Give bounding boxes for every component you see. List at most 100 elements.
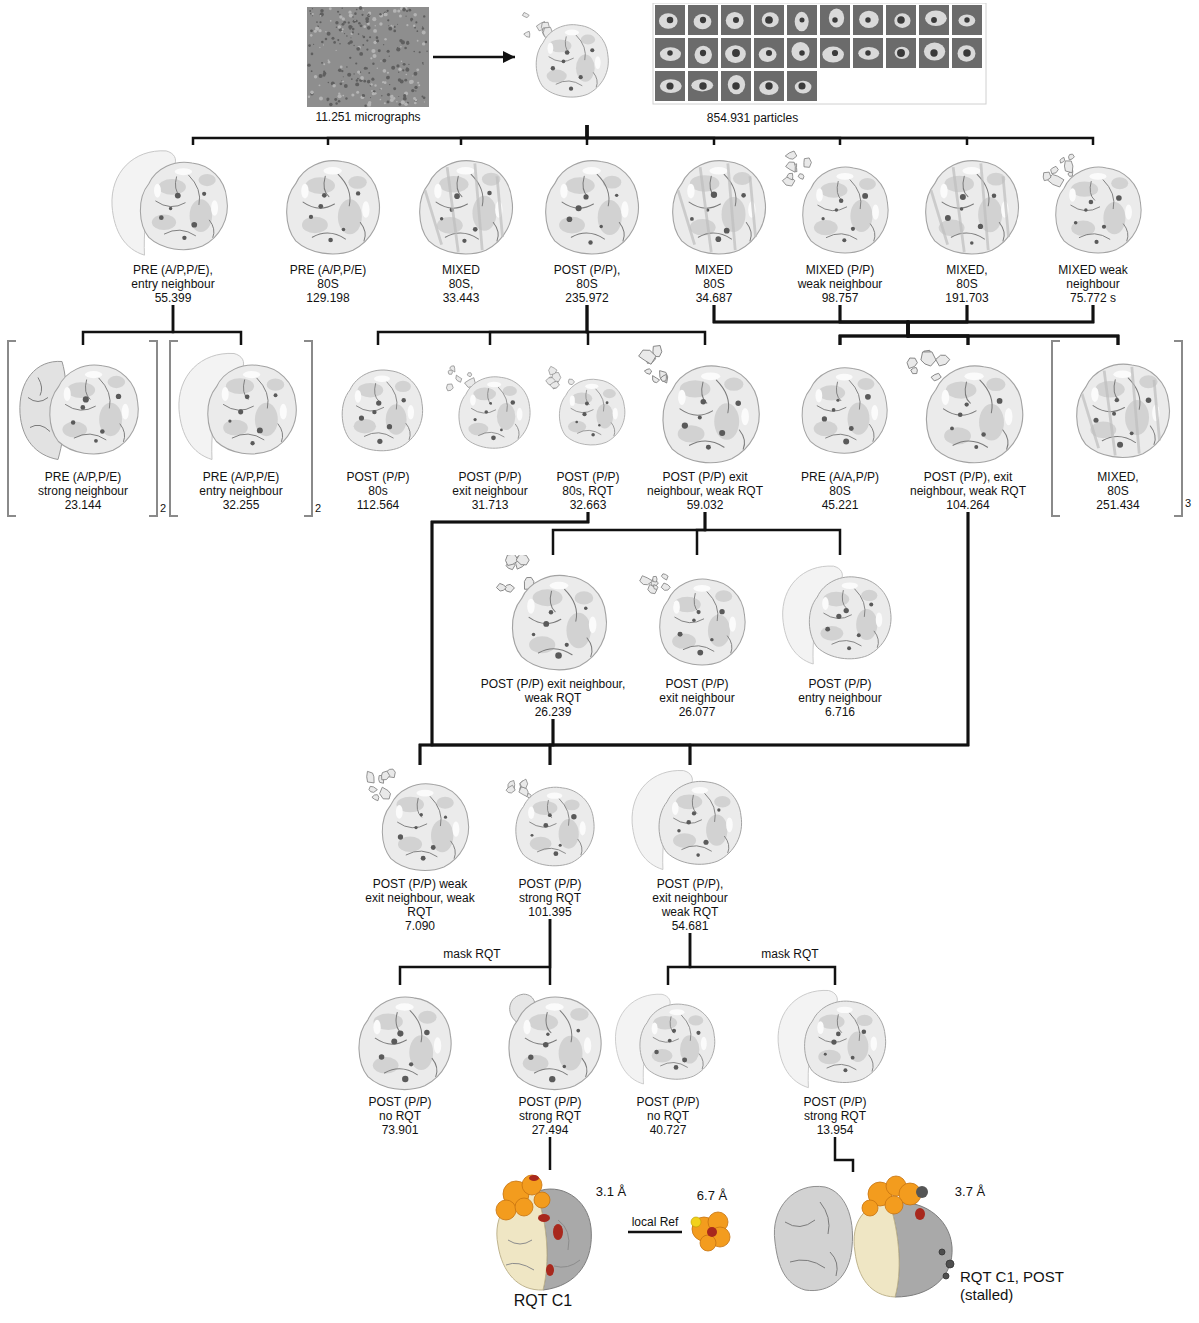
particle-count: 7.090 bbox=[364, 919, 476, 933]
blur-streak bbox=[1104, 371, 1115, 456]
density-spot bbox=[1112, 412, 1116, 416]
class-map: POST (P/P) 80s, RQT32.663 bbox=[542, 345, 634, 512]
density-highlight bbox=[301, 184, 308, 199]
density-spot bbox=[1084, 208, 1088, 212]
micrograph-speck bbox=[333, 41, 336, 44]
neighbour-fragment bbox=[931, 373, 941, 381]
density-spot bbox=[377, 439, 382, 444]
micrograph-speck bbox=[316, 21, 318, 23]
flow-arrow bbox=[433, 56, 515, 59]
density-groove bbox=[680, 409, 713, 415]
density-spot bbox=[822, 416, 827, 421]
density-spot bbox=[531, 834, 534, 837]
ribosome bbox=[640, 1004, 715, 1079]
neighbour-fragment bbox=[1051, 166, 1059, 173]
density-groove bbox=[953, 441, 988, 447]
micrograph-speck bbox=[380, 60, 381, 61]
micrograph-speck bbox=[403, 63, 406, 66]
density-spot bbox=[116, 394, 121, 399]
neighbour-fragment bbox=[661, 574, 668, 580]
density-map bbox=[401, 145, 521, 263]
micrograph-speck bbox=[311, 92, 313, 94]
density-spot bbox=[543, 1042, 549, 1048]
density-groove bbox=[675, 617, 704, 623]
map-group bbox=[112, 151, 227, 255]
density-spot bbox=[960, 194, 966, 200]
density-spot bbox=[957, 412, 962, 417]
density-groove bbox=[1079, 234, 1110, 240]
density-highlight bbox=[815, 389, 822, 403]
density-groove bbox=[725, 836, 729, 852]
density-spot bbox=[686, 820, 691, 825]
neighbour-fragment bbox=[549, 366, 557, 375]
tree-connector bbox=[840, 305, 967, 345]
density-shade bbox=[226, 378, 254, 394]
density-groove bbox=[596, 389, 604, 411]
density-spot bbox=[692, 811, 696, 815]
micrograph-speck bbox=[335, 21, 338, 24]
neighbour-fragment bbox=[550, 381, 560, 388]
density-highlight bbox=[487, 382, 501, 388]
neighbour-fragment bbox=[367, 771, 374, 783]
micrograph-speck bbox=[310, 34, 313, 37]
micrograph-speck bbox=[352, 31, 354, 33]
class-average bbox=[787, 38, 817, 68]
tree-connector bbox=[908, 305, 1118, 345]
density-shade bbox=[565, 177, 595, 194]
density-groove bbox=[716, 380, 728, 413]
micrograph-speck bbox=[331, 37, 334, 40]
ribosome bbox=[809, 577, 891, 659]
micrograph-speck bbox=[383, 44, 384, 45]
blur-streak bbox=[700, 167, 711, 252]
tree-connector bbox=[587, 125, 840, 145]
density-spot bbox=[548, 610, 552, 614]
class-map: POST (P/P) no RQT40.727 bbox=[613, 985, 723, 1137]
blur-streak bbox=[1082, 394, 1099, 448]
tree-connector bbox=[328, 125, 587, 145]
micrograph-speck bbox=[339, 82, 342, 85]
density-groove bbox=[375, 384, 379, 402]
density-highlight bbox=[678, 390, 686, 405]
model-groove bbox=[830, 1252, 837, 1276]
particle-count: 32.663 bbox=[551, 498, 626, 512]
micrograph-speck bbox=[370, 97, 371, 98]
density-spot bbox=[719, 430, 725, 436]
density-highlight bbox=[470, 394, 476, 405]
density-map bbox=[896, 345, 1041, 470]
model-name: RQT C1 bbox=[488, 1292, 598, 1310]
class-core bbox=[667, 17, 674, 24]
density-shade bbox=[532, 589, 562, 606]
density-spot bbox=[228, 419, 231, 422]
density-shade bbox=[850, 200, 872, 232]
micrograph-speck bbox=[328, 61, 331, 64]
class-map: MIXED, 80S191.703 bbox=[907, 145, 1027, 305]
density-spot bbox=[575, 421, 578, 424]
class-label: PRE (A/P,P/E) strong neighbour bbox=[33, 470, 133, 498]
density-highlight bbox=[588, 616, 595, 633]
density-groove bbox=[855, 589, 865, 617]
bracket bbox=[1174, 341, 1182, 516]
density-spot bbox=[869, 603, 873, 607]
micrograph-speck bbox=[415, 21, 417, 23]
class-average bbox=[820, 5, 850, 35]
density-highlight bbox=[837, 1007, 853, 1013]
density-spot bbox=[397, 1031, 403, 1037]
density-shade bbox=[190, 199, 212, 232]
density-groove bbox=[564, 589, 576, 621]
ribosome-body bbox=[1077, 364, 1170, 457]
density-spot bbox=[182, 236, 186, 240]
density-map bbox=[1058, 345, 1178, 470]
micrograph-speck bbox=[359, 6, 363, 10]
density-spot bbox=[409, 1062, 413, 1066]
density-groove bbox=[498, 387, 507, 411]
density-shade bbox=[158, 179, 186, 195]
model-groove bbox=[820, 1202, 829, 1234]
neighbour-fragment bbox=[1060, 157, 1065, 163]
class-core bbox=[963, 49, 971, 57]
micrograph-speck bbox=[382, 59, 386, 63]
class-average bbox=[952, 38, 982, 68]
class-label: MIXED 80S bbox=[689, 263, 739, 291]
model-name: RQT C1, POST (stalled) bbox=[960, 1268, 1090, 1304]
model-panel: 6.7 Å bbox=[682, 1188, 742, 1254]
